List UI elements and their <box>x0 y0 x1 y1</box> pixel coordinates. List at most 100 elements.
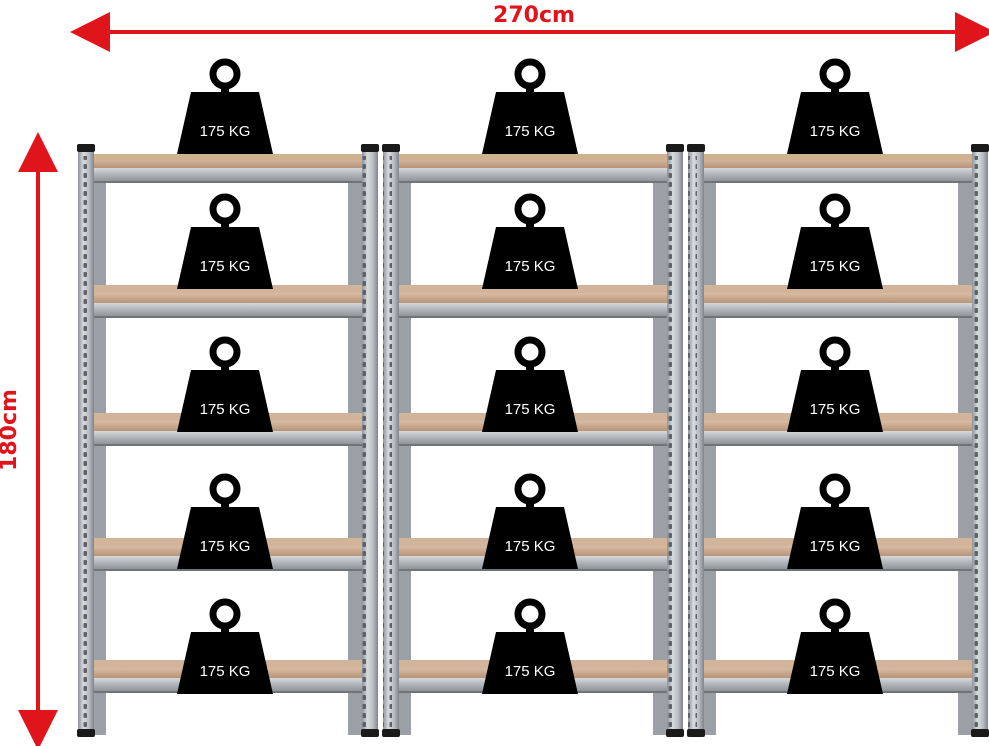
weight-ring <box>209 598 241 630</box>
shelf <box>692 285 984 318</box>
front-beam <box>692 431 984 445</box>
weight-neck <box>526 624 534 634</box>
post-cap <box>971 144 989 152</box>
width-label: 270cm <box>493 3 575 28</box>
weight-icon: 175 KG <box>482 598 578 694</box>
front-beam <box>387 303 679 317</box>
weight-label: 175 KG <box>810 123 861 140</box>
back-post <box>653 168 667 735</box>
weight-label: 175 KG <box>505 123 556 140</box>
shelf <box>387 158 679 183</box>
front-beam <box>387 168 679 182</box>
post-slots <box>972 156 981 727</box>
shelf <box>387 285 679 318</box>
shelf <box>82 158 374 183</box>
front-beam <box>82 431 374 445</box>
weight-label: 175 KG <box>200 401 251 418</box>
weight-body <box>482 632 578 694</box>
weight-ring <box>514 473 546 505</box>
weight-body <box>482 227 578 289</box>
weight-ring <box>819 58 851 90</box>
shelving-unit: 175 KG 175 KG 175 KG 175 KG 175 KG <box>382 58 684 737</box>
weight-body <box>482 370 578 432</box>
weight-body <box>177 632 273 694</box>
weight-label: 175 KG <box>200 663 251 680</box>
beam-shadow <box>692 444 984 446</box>
post-foot <box>971 729 989 737</box>
weight-ring <box>819 598 851 630</box>
weight-label: 175 KG <box>505 538 556 555</box>
post-cap <box>361 144 379 152</box>
weight-ring <box>514 193 546 225</box>
post-slots <box>383 156 392 727</box>
back-post <box>958 168 972 735</box>
weight-icon: 175 KG <box>787 473 883 569</box>
weight-ring <box>819 193 851 225</box>
back-post <box>702 168 716 735</box>
weight-icon: 175 KG <box>177 58 273 154</box>
beam-shadow <box>692 181 984 183</box>
weight-ring <box>209 336 241 368</box>
post-foot <box>382 729 400 737</box>
post-cap <box>77 144 95 152</box>
weight-label: 175 KG <box>505 258 556 275</box>
post-cap <box>382 144 400 152</box>
weight-icon: 175 KG <box>787 598 883 694</box>
weight-neck <box>221 499 229 509</box>
post-foot <box>77 729 95 737</box>
weight-ring <box>514 598 546 630</box>
weight-body <box>177 227 273 289</box>
front-beam <box>82 168 374 182</box>
top-board-edge <box>692 154 984 160</box>
weight-label: 175 KG <box>810 663 861 680</box>
weight-body <box>787 92 883 154</box>
weight-icon: 175 KG <box>177 473 273 569</box>
weight-ring <box>514 336 546 368</box>
top-board-edge <box>387 154 679 160</box>
weight-neck <box>831 499 839 509</box>
weight-neck <box>526 362 534 372</box>
post-foot <box>687 729 705 737</box>
weight-ring <box>209 473 241 505</box>
back-post <box>92 168 106 735</box>
beam-shadow <box>387 316 679 318</box>
shelf-board <box>692 293 984 303</box>
weight-neck <box>221 84 229 94</box>
weight-body <box>787 507 883 569</box>
weight-icon: 175 KG <box>482 336 578 432</box>
height-label: 180cm <box>0 389 22 471</box>
shelf-board <box>82 158 374 168</box>
beam-shadow <box>387 181 679 183</box>
weight-icon: 175 KG <box>177 336 273 432</box>
weight-neck <box>526 84 534 94</box>
weight-body <box>177 370 273 432</box>
weight-body <box>787 632 883 694</box>
weight-label: 175 KG <box>200 123 251 140</box>
back-post <box>397 168 411 735</box>
post-cap <box>666 144 684 152</box>
weight-neck <box>526 499 534 509</box>
beam-shadow <box>387 444 679 446</box>
beam-shadow <box>82 444 374 446</box>
weight-label: 175 KG <box>505 663 556 680</box>
front-beam <box>82 303 374 317</box>
post-cap <box>687 144 705 152</box>
weight-neck <box>831 219 839 229</box>
front-beam <box>387 431 679 445</box>
weight-ring <box>819 336 851 368</box>
weight-icon: 175 KG <box>482 193 578 289</box>
weight-icon: 175 KG <box>482 58 578 154</box>
weight-label: 175 KG <box>505 401 556 418</box>
weight-label: 175 KG <box>810 258 861 275</box>
weight-body <box>482 507 578 569</box>
shelf-board <box>82 293 374 303</box>
weight-icon: 175 KG <box>177 598 273 694</box>
shelf <box>82 285 374 318</box>
post-slots <box>688 156 697 727</box>
weight-neck <box>831 84 839 94</box>
weight-ring <box>514 58 546 90</box>
post-slots <box>667 156 676 727</box>
shelf-board <box>387 293 679 303</box>
post-slots <box>362 156 371 727</box>
weight-ring <box>819 473 851 505</box>
